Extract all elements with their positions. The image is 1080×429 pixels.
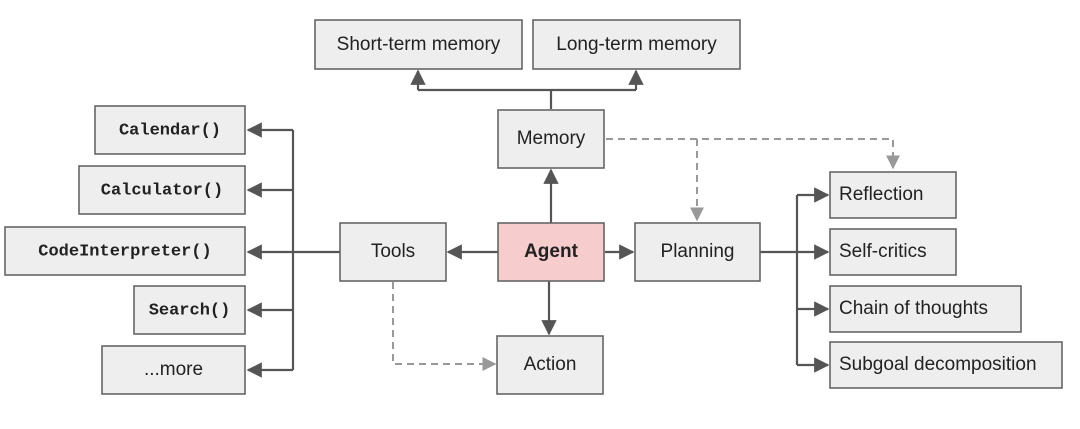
node-label: Action [524, 354, 577, 375]
node-short-term-memory: Short-term memory [314, 19, 523, 70]
node-label: Calendar() [119, 121, 221, 140]
node-label: Memory [517, 128, 586, 149]
node-reflection: Reflection [829, 171, 957, 219]
edge-tools-to-action-dashed [392, 282, 497, 371]
edge-planning-bus [760, 195, 799, 365]
edges [246, 69, 900, 378]
node-label: Agent [524, 241, 579, 262]
node-tools: Tools [339, 222, 447, 282]
node-label: Long-term memory [556, 34, 717, 55]
node-planning: Planning [634, 222, 761, 282]
node-chain-of-thoughts: Chain of thoughts [829, 285, 1022, 333]
node-calculator: Calculator() [78, 165, 246, 215]
node-search: Search() [133, 285, 246, 335]
node-label: Short-term memory [337, 34, 501, 55]
node-memory: Memory [497, 109, 605, 169]
edge-memory-to-reflection-dashed [606, 138, 900, 170]
node-label: Search() [149, 301, 231, 320]
node-label: Calculator() [101, 181, 223, 200]
node-label: Self-critics [839, 241, 927, 262]
node-action: Action [496, 335, 604, 395]
node-code-interpreter: CodeInterpreter() [4, 226, 246, 276]
node-label: Reflection [839, 184, 924, 205]
node-subgoal-decomposition: Subgoal decomposition [829, 341, 1063, 389]
edge-tools-bus [291, 130, 340, 370]
node-label: CodeInterpreter() [38, 242, 211, 261]
node-label: Subgoal decomposition [839, 354, 1037, 375]
node-label: Tools [371, 241, 415, 262]
node-calendar: Calendar() [94, 105, 246, 155]
node-label: ...more [144, 359, 203, 380]
node-agent: Agent [497, 222, 605, 282]
edge-memory-trunk [418, 88, 636, 109]
node-label: Planning [661, 241, 735, 262]
node-self-critics: Self-critics [829, 228, 957, 276]
node-more: ...more [101, 345, 246, 395]
node-label: Chain of thoughts [839, 298, 988, 319]
node-long-term-memory: Long-term memory [532, 19, 741, 70]
